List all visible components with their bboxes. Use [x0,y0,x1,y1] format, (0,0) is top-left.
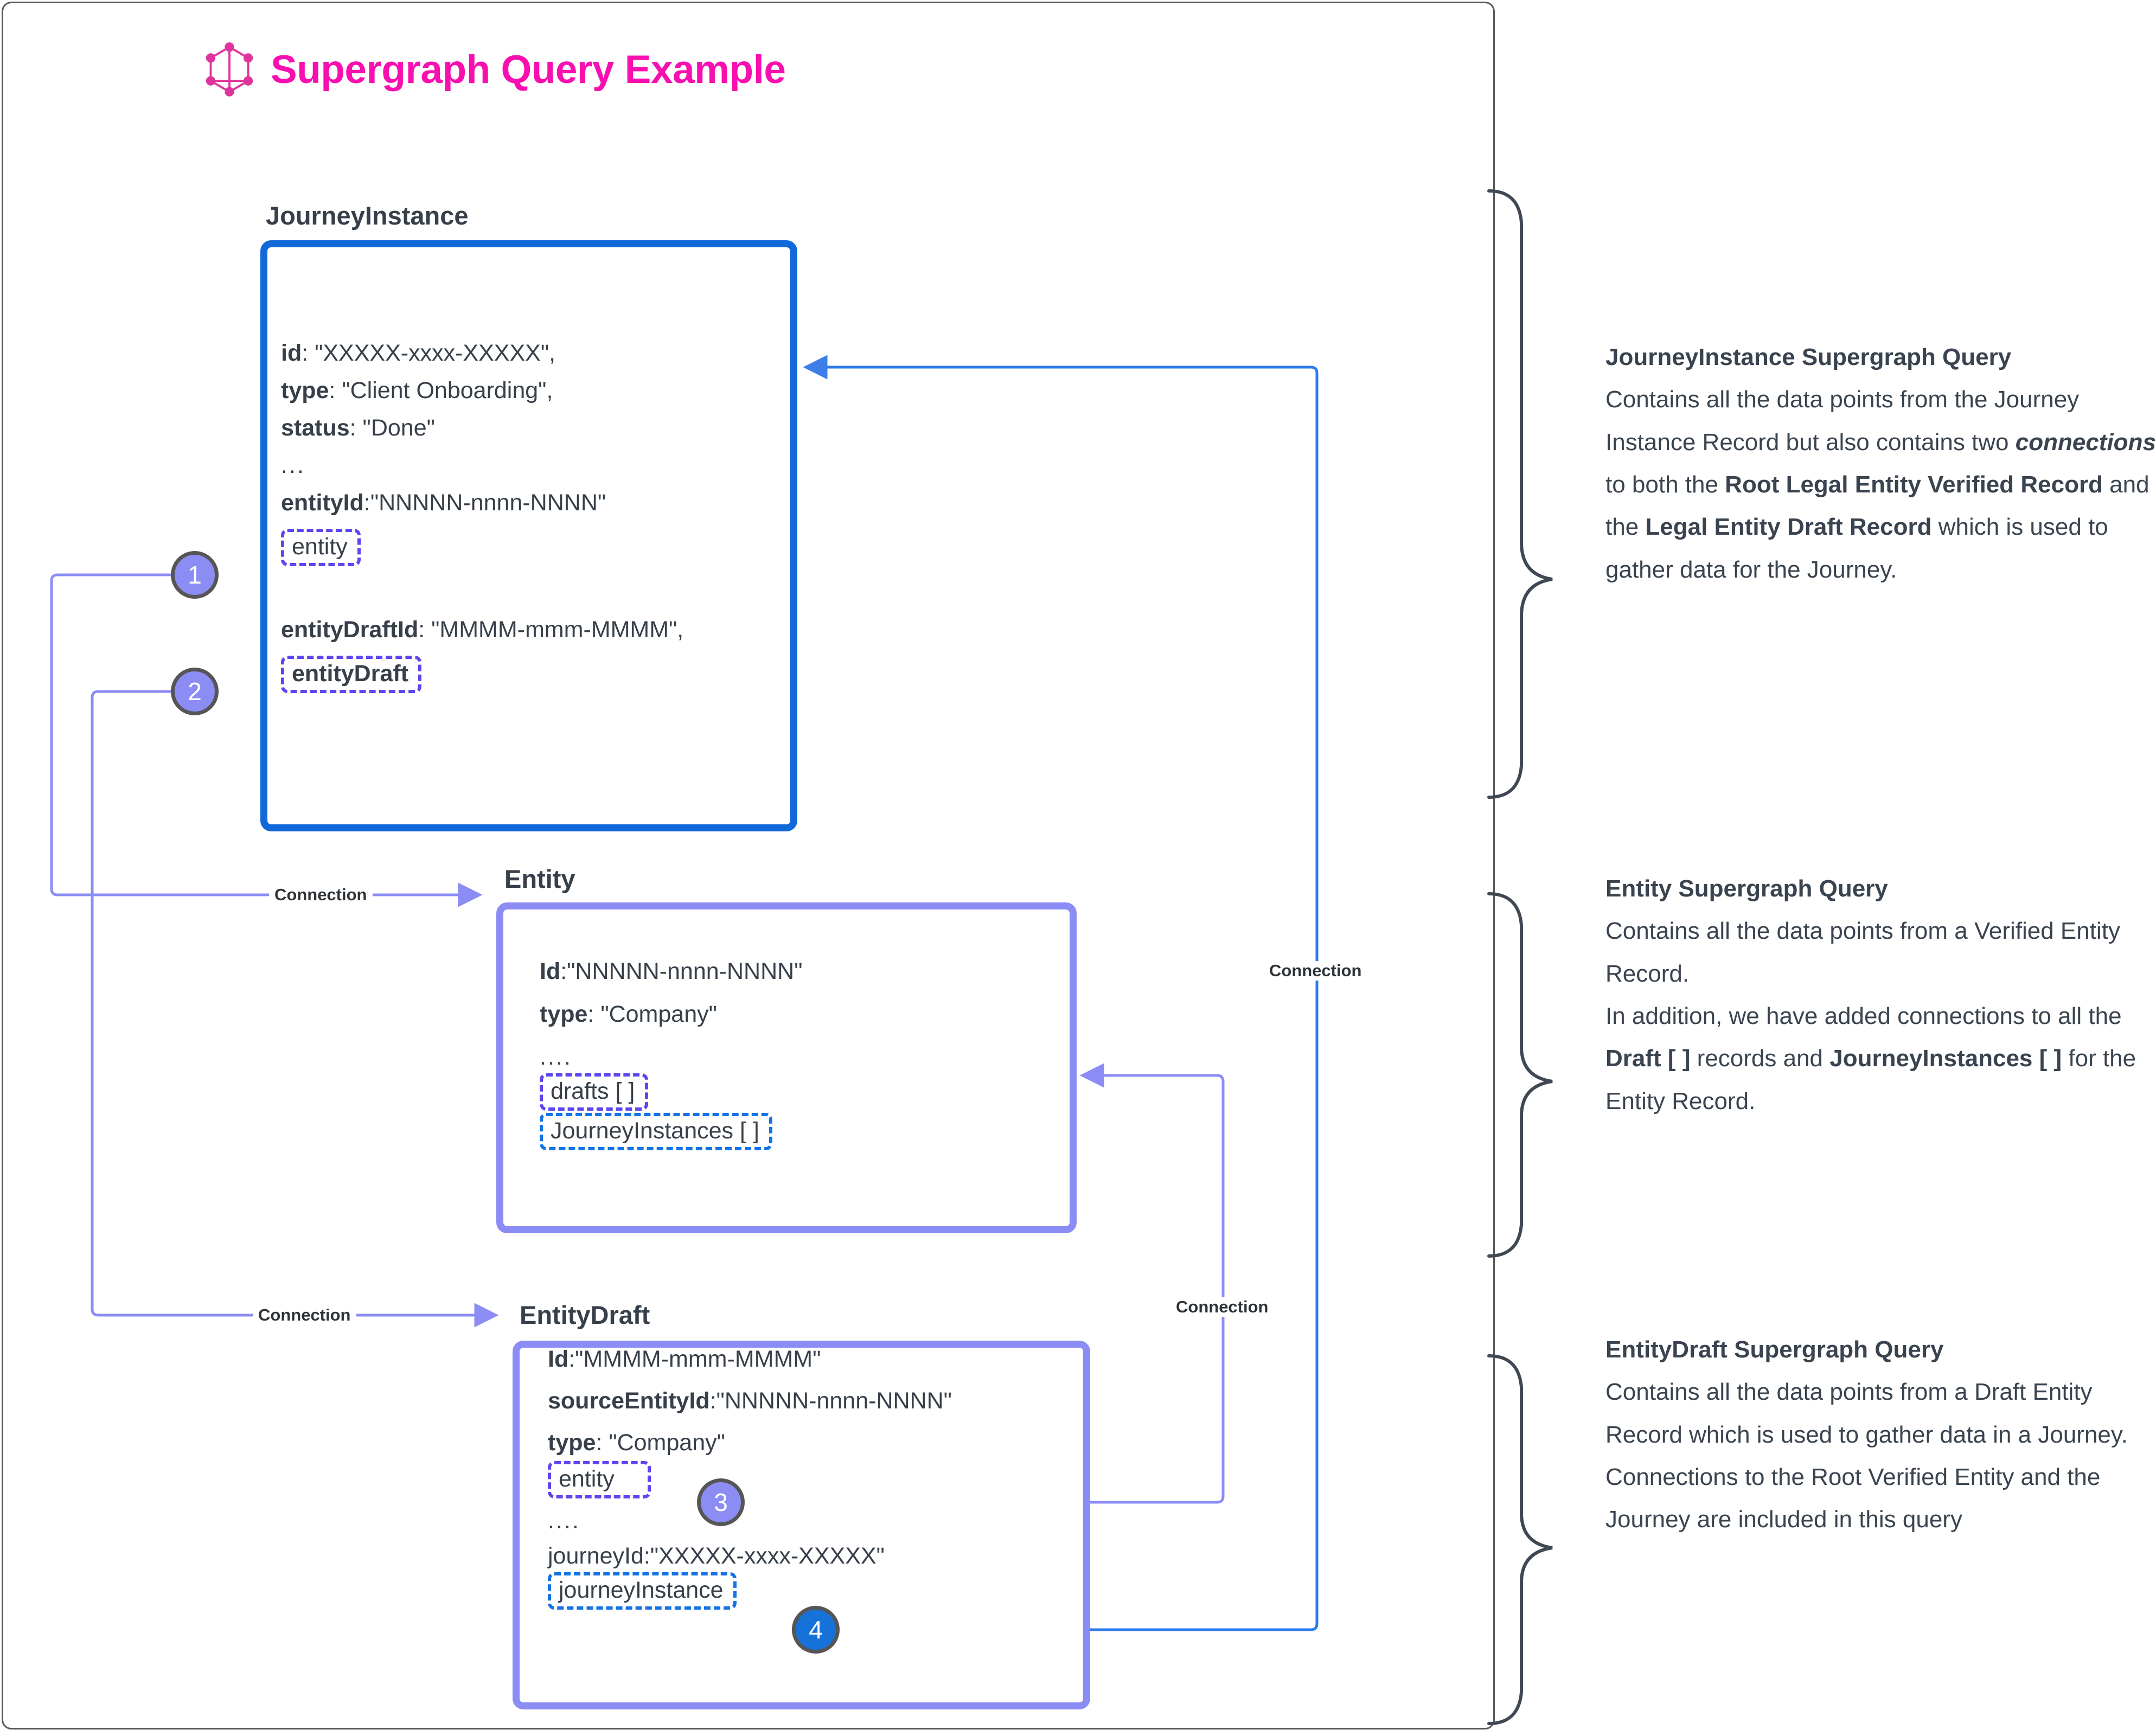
draft-field-key-id: Id [548,1346,569,1372]
draft-field-val-journeyid: :"XXXXX-xxxx-XXXXX" [643,1543,885,1569]
field-key-type: type [281,377,329,403]
edge-label-entitydraft-connection: Connection [253,1305,356,1325]
field-val-status: : "Done" [349,415,435,441]
entity-field-key-type: type [540,1001,588,1027]
journeyinstance-title: JourneyInstance [266,201,469,230]
journeyinstance-record-box [260,240,797,831]
draft-field-key-sourceentityid: sourceEntityId [548,1388,710,1414]
entity-title: Entity [504,864,575,893]
connection-field-journeyinstances[interactable]: JourneyInstances [ ] [540,1113,772,1150]
panel-2-heading: Entity Supergraph Query [1605,875,1888,902]
panel-1-heading: JourneyInstance Supergraph Query [1605,344,2012,370]
bullet-4[interactable]: 4 [792,1606,840,1654]
draft-field-key-type: type [548,1430,596,1456]
panel-journeyinstance: JourneyInstance Supergraph Query Contain… [1605,336,2156,591]
brace-panel-3 [1487,1354,1553,1725]
panel-entity: Entity Supergraph Query Contains all the… [1605,868,2156,1123]
field-ellipsis: ... [281,452,305,478]
field-key-status: status [281,415,350,441]
field-val-id: : "XXXXX-xxxx-XXXXX", [302,340,556,366]
graphql-logo-icon [206,42,253,97]
panel-2-body: Contains all the data points from a Veri… [1605,918,2136,1114]
draft-field-ellipsis: .... [548,1508,580,1534]
field-spacer [281,580,683,604]
entity-fields: Id:"NNNNN-nnnn-NNNN" type: "Company" ...… [540,960,802,1164]
edge-label-journey-connection: Connection [1264,961,1367,981]
brace-panel-2 [1487,892,1553,1258]
field-key-id: id [281,340,302,366]
draft-field-val-type: : "Company" [596,1430,725,1456]
entity-field-ellipsis: .... [540,1044,572,1070]
panel-3-body: Contains all the data points from a Draf… [1605,1379,2128,1533]
connection-field-drafts[interactable]: drafts [ ] [540,1073,648,1111]
field-val-entityid: :"NNNNN-nnnn-NNNN" [363,490,606,516]
entity-field-key-id: Id [540,958,561,984]
field-val-type: : "Client Onboarding", [329,377,553,403]
bullet-1[interactable]: 1 [171,551,219,599]
draft-field-val-sourceentityid: :"NNNNN-nnnn-NNNN" [709,1388,952,1414]
draft-field-val-id: :"MMMM-mmm-MMMM" [568,1346,821,1372]
entitydraft-fields: Id:"MMMM-mmm-MMMM" sourceEntityId:"NNNNN… [548,1348,952,1624]
connection-field-entity[interactable]: entity [281,529,361,566]
bullet-2[interactable]: 2 [171,668,219,715]
field-val-entitydraftid: : "MMMM-mmm-MMMM", [418,617,684,643]
edge-label-entity-connection: Connection [269,885,373,905]
entity-record-box [496,902,1077,1233]
entitydraft-title: EntityDraft [520,1301,650,1329]
connection-field-entitydraft[interactable]: entityDraft [281,656,422,693]
entity-field-val-id: :"NNNNN-nnnn-NNNN" [560,958,803,984]
page-title-text: Supergraph Query Example [271,47,786,92]
bullet-3[interactable]: 3 [697,1478,745,1526]
page-title: Supergraph Query Example [203,42,786,97]
journeyinstance-fields: id: "XXXXX-xxxx-XXXXX", type: "Client On… [281,342,683,707]
entity-field-val-type: : "Company" [587,1001,717,1027]
field-key-entityid: entityId [281,490,364,516]
connection-field-draft-entity[interactable]: entity [548,1461,651,1498]
panel-entitydraft: EntityDraft Supergraph Query Contains al… [1605,1329,2156,1541]
draft-field-key-journeyid: journeyId [548,1543,644,1569]
field-key-entitydraftid: entityDraftId [281,617,419,643]
brace-panel-1 [1487,189,1553,799]
panel-3-heading: EntityDraft Supergraph Query [1605,1336,1944,1363]
connection-field-journeyinstance[interactable]: journeyInstance [548,1572,737,1610]
panel-1-body: Contains all the data points from the Jo… [1605,386,2156,583]
edge-label-entity-back-connection: Connection [1170,1297,1274,1317]
